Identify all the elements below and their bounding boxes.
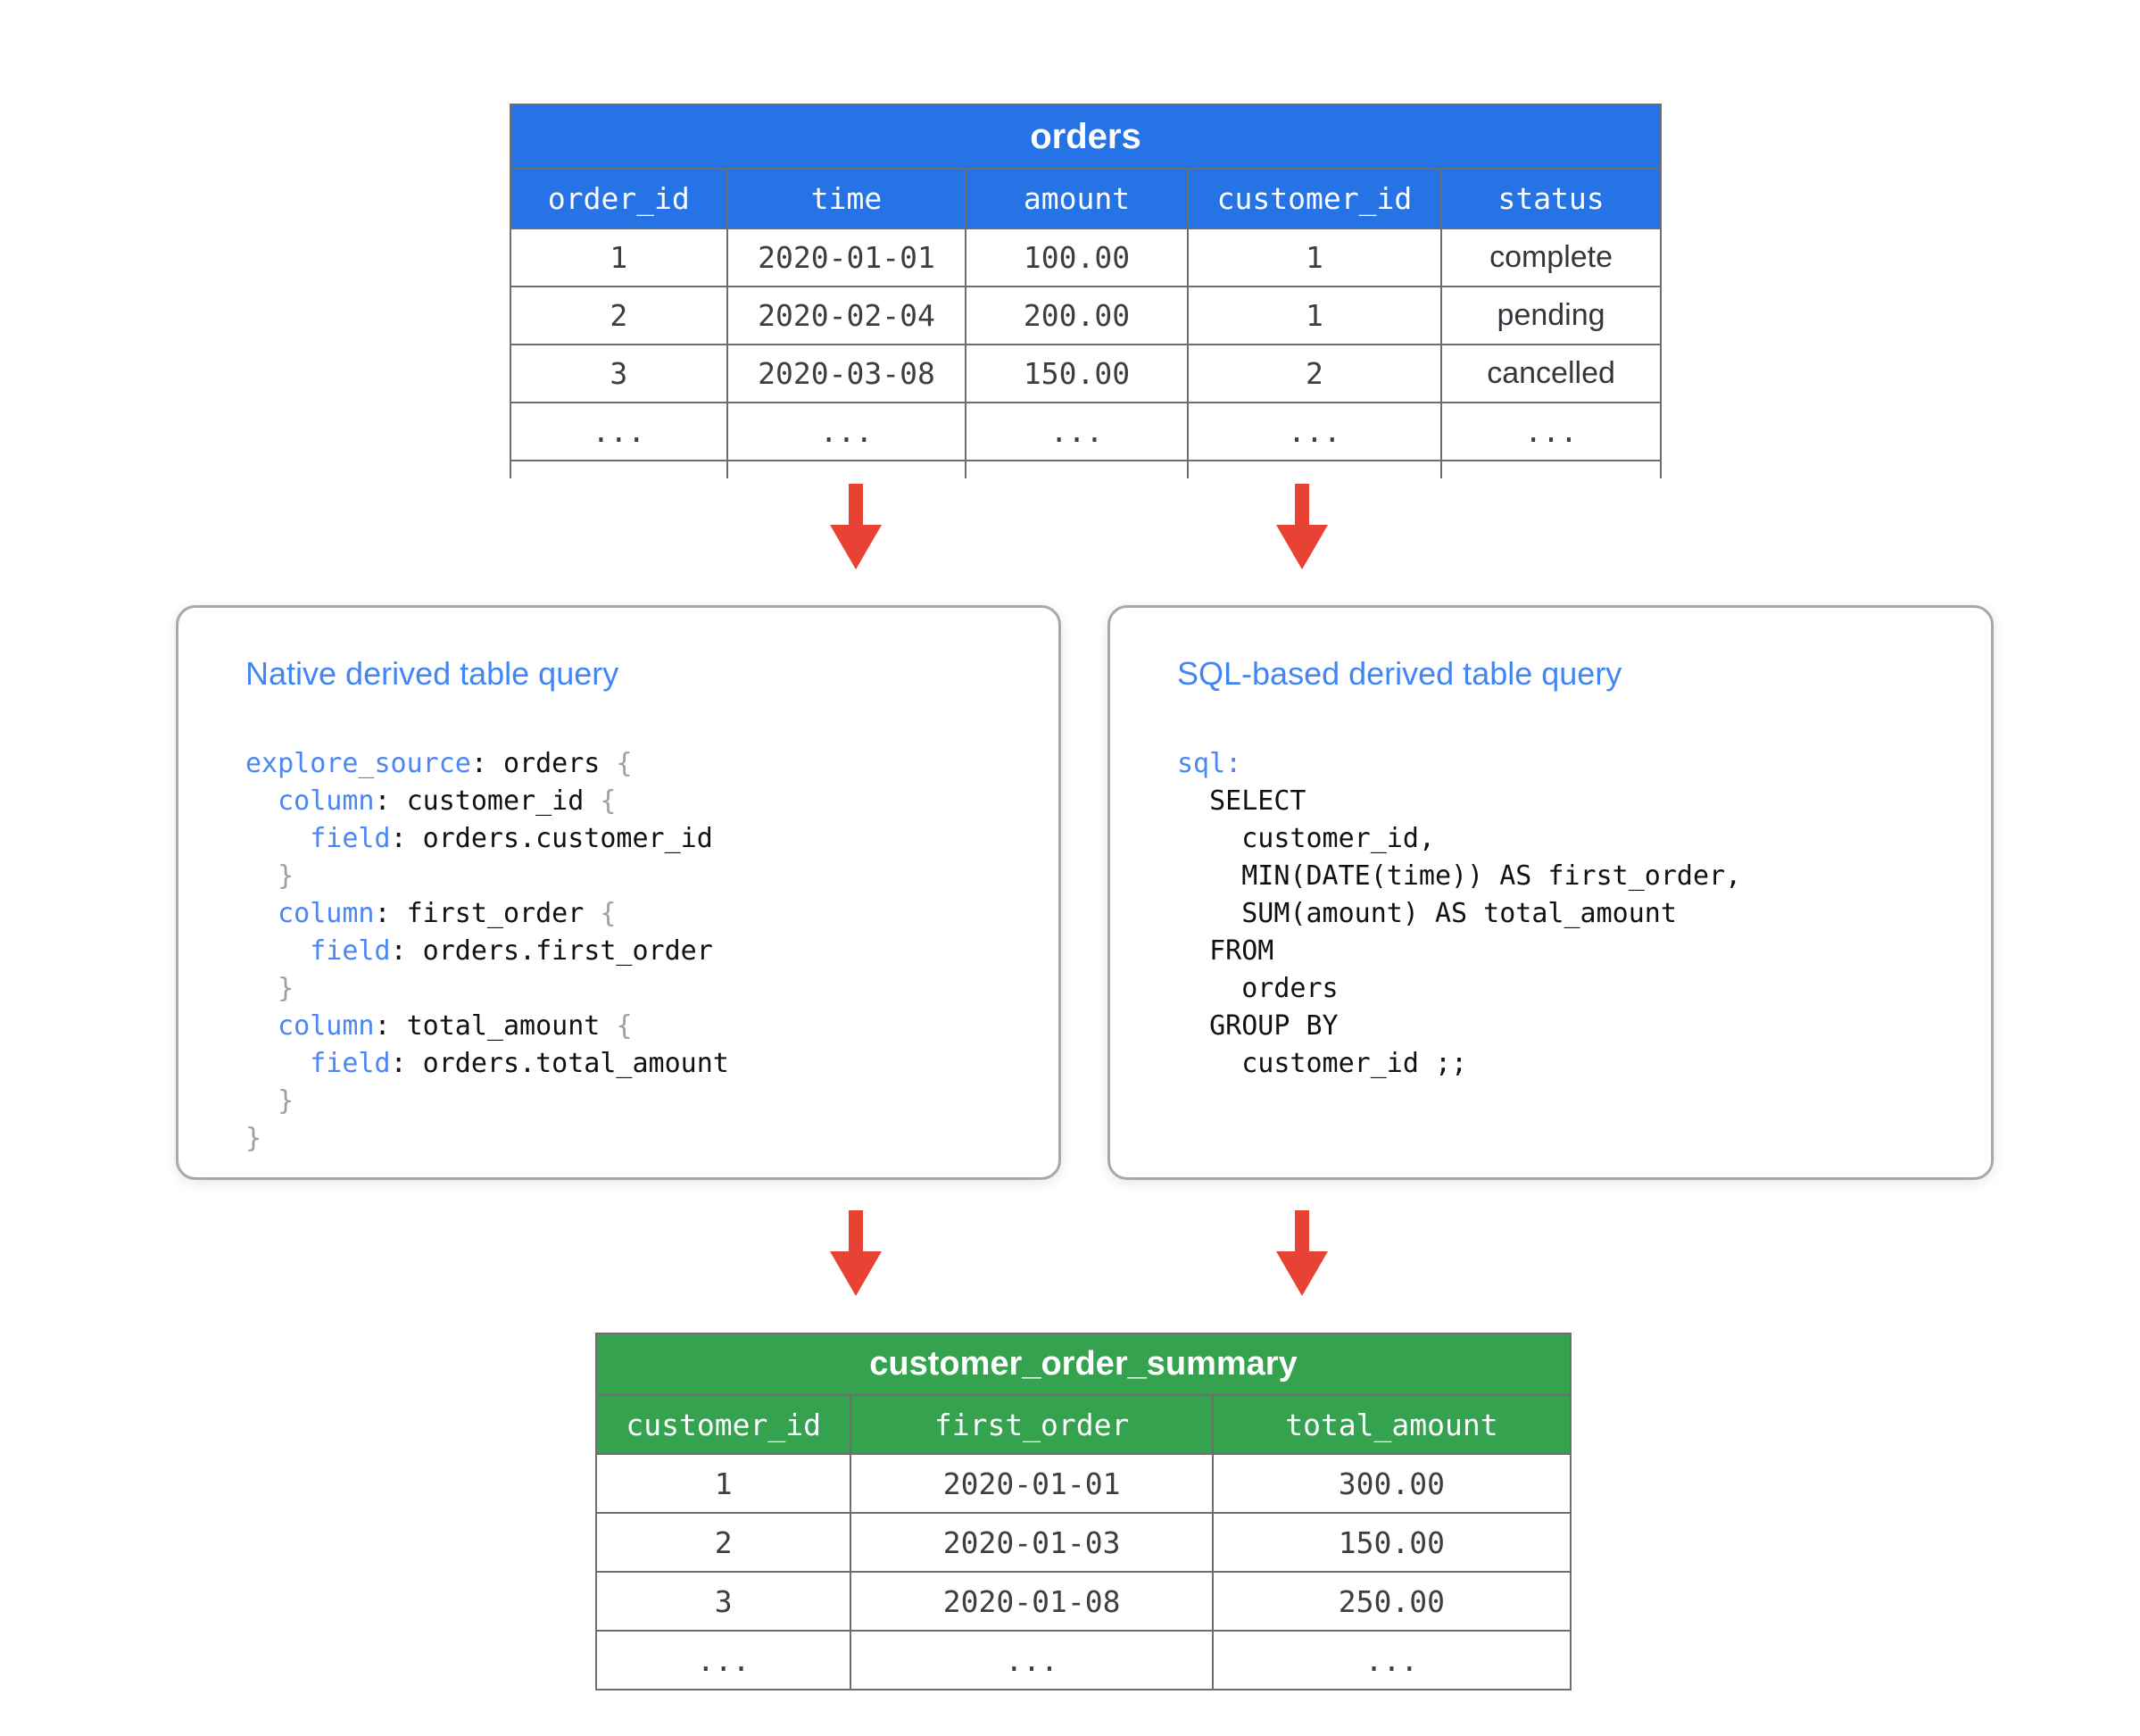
- table-cell: ...: [965, 403, 1186, 460]
- arrow-orders-to-native-icon: [830, 484, 882, 569]
- table-row: .........: [597, 1630, 1570, 1689]
- code-line: }: [245, 1123, 262, 1154]
- table-cell: 2020-01-08: [850, 1573, 1211, 1630]
- table-cell: 1: [1186, 287, 1440, 344]
- code-line: }: [278, 860, 294, 892]
- table-cell: complete: [1440, 229, 1660, 286]
- sql-query-box: SQL-based derived table query sql: SELEC…: [1107, 605, 1994, 1180]
- code-line: column: total_amount {: [278, 1010, 633, 1042]
- table-cell: ...: [696, 1642, 751, 1678]
- table-cell: 150.00: [965, 345, 1186, 402]
- native-query-box: Native derived table query explore_sourc…: [176, 605, 1061, 1180]
- code-line: GROUP BY: [1177, 1010, 1339, 1042]
- table-cell: 2020-01-01: [850, 1455, 1211, 1512]
- table-cell: [965, 461, 1186, 478]
- arrow-native-to-summary-icon: [830, 1210, 882, 1296]
- column-header: customer_id: [626, 1407, 821, 1442]
- table-cell: 3: [610, 356, 628, 391]
- code-line: }: [278, 973, 294, 1004]
- code-line: explore_source: orders {: [245, 748, 633, 779]
- native-query-title: Native derived table query: [245, 655, 619, 692]
- column-header: customer_id: [1186, 170, 1440, 228]
- code-line: field: orders.first_order: [310, 935, 713, 967]
- column-header: order_id: [547, 181, 690, 216]
- table-cell: 2020-01-03: [850, 1514, 1211, 1571]
- table-cell: pending: [1440, 287, 1660, 344]
- arrow-orders-to-sql-icon: [1276, 484, 1328, 569]
- table-cell: 200.00: [965, 287, 1186, 344]
- table-cell: [726, 461, 966, 478]
- table-cell: ...: [1211, 1632, 1570, 1689]
- table-cell: 3: [714, 1583, 733, 1619]
- column-header: status: [1440, 170, 1660, 228]
- code-line: column: customer_id {: [278, 785, 617, 817]
- code-line: orders: [1177, 973, 1339, 1004]
- column-header: time: [726, 170, 966, 228]
- table-cell: 1: [1186, 229, 1440, 286]
- summary-table-title: customer_order_summary: [597, 1334, 1570, 1394]
- code-line: customer_id ;;: [1177, 1048, 1468, 1079]
- arrow-sql-to-summary-icon: [1276, 1210, 1328, 1296]
- code-line: field: orders.total_amount: [310, 1048, 729, 1079]
- table-cell: 1: [714, 1466, 733, 1501]
- native-query-code: explore_source: orders { column: custome…: [245, 745, 1023, 1158]
- code-line: field: orders.customer_id: [310, 823, 713, 854]
- code-line: column: first_order {: [278, 898, 617, 929]
- code-line: }: [278, 1085, 294, 1117]
- table-cell: 2: [1186, 345, 1440, 402]
- table-cell: 2020-03-08: [726, 345, 966, 402]
- table-cell: 100.00: [965, 229, 1186, 286]
- table-row: ...............: [511, 402, 1660, 460]
- table-cell: ...: [1440, 403, 1660, 460]
- sql-query-code: sql: SELECT customer_id, MIN(DATE(time))…: [1177, 745, 1955, 1083]
- column-header: total_amount: [1211, 1396, 1570, 1453]
- table-cell: 300.00: [1211, 1455, 1570, 1512]
- orders-table-partial-row: [511, 460, 1660, 478]
- table-cell: ...: [726, 403, 966, 460]
- column-header: amount: [965, 170, 1186, 228]
- table-cell: 2: [610, 298, 628, 333]
- table-cell: 1: [610, 240, 628, 275]
- code-line: SUM(amount) AS total_amount: [1177, 898, 1677, 929]
- sql-query-title: SQL-based derived table query: [1177, 655, 1622, 692]
- code-line: customer_id,: [1177, 823, 1435, 854]
- table-cell: ...: [850, 1632, 1211, 1689]
- code-line: MIN(DATE(time)) AS first_order,: [1177, 860, 1742, 892]
- table-cell: [511, 461, 726, 478]
- code-line: sql:: [1177, 748, 1242, 779]
- table-cell: 2: [714, 1524, 733, 1560]
- table-cell: 150.00: [1211, 1514, 1570, 1571]
- table-cell: 2020-02-04: [726, 287, 966, 344]
- table-cell: 250.00: [1211, 1573, 1570, 1630]
- summary-table: customer_order_summary customer_id first_…: [595, 1333, 1572, 1690]
- code-line: SELECT: [1177, 785, 1306, 817]
- orders-table-title: orders: [511, 105, 1660, 168]
- table-cell: ...: [592, 414, 646, 449]
- table-cell: [1440, 461, 1660, 478]
- table-cell: ...: [1186, 403, 1440, 460]
- table-cell: 2020-01-01: [726, 229, 966, 286]
- table-cell: cancelled: [1440, 345, 1660, 402]
- table-cell: [1186, 461, 1440, 478]
- column-header: first_order: [850, 1396, 1211, 1453]
- code-line: FROM: [1177, 935, 1274, 967]
